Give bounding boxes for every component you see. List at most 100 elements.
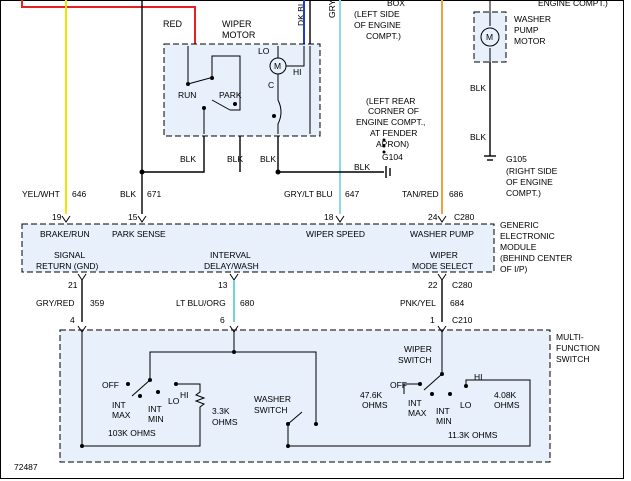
multi-function-switch-box xyxy=(59,329,551,463)
mfs-int-min-1: INT xyxy=(148,404,162,414)
mfs-int-max-2: MAX xyxy=(112,410,131,420)
g105-note-1: (RIGHT SIDE xyxy=(506,166,558,176)
wire-circuit-647: 647 xyxy=(345,189,359,199)
gem-wiper-mode-1: WIPER xyxy=(430,250,458,260)
wire-label-red: RED xyxy=(163,19,183,29)
gem-interval-1: INTERVAL xyxy=(210,250,251,260)
g104-note-3: ENGINE COMPT., xyxy=(356,117,425,127)
note-box: BOX xyxy=(387,0,405,8)
washer-pump-title-2: PUMP xyxy=(514,25,539,35)
wiper-motor-title-2: MOTOR xyxy=(222,30,256,40)
gem-wiper-speed: WIPER SPEED xyxy=(306,229,365,239)
wiper-motor-c: C xyxy=(268,80,274,90)
mfs-hi: HI xyxy=(180,390,189,400)
mfs-47-6k-1: 47.6K xyxy=(360,390,383,400)
mfs-off-2: OFF xyxy=(390,380,407,390)
gem-title-2: ELECTRONIC xyxy=(500,231,555,241)
red-wire xyxy=(21,0,196,46)
mfs-103k-ohms: 103K OHMS xyxy=(108,428,156,438)
washer-pump-title-3: MOTOR xyxy=(514,36,545,46)
connector-c210: C210 xyxy=(452,315,473,325)
gem-title-5: OF I/P) xyxy=(500,264,528,274)
gem-signal-2: RETURN (GND) xyxy=(36,261,98,271)
pin-4: 4 xyxy=(70,315,75,325)
wire-label-tan-red: TAN/RED xyxy=(402,189,439,199)
gem-brake-run: BRAKE/RUN xyxy=(40,229,90,239)
pin-18: 18 xyxy=(324,212,334,222)
pin-13: 13 xyxy=(218,280,228,290)
wire-label-gry-red: GRY/RED xyxy=(36,298,75,308)
wire-label-lt-blu-org: LT BLU/ORG xyxy=(176,298,226,308)
gem-title-3: MODULE xyxy=(500,242,537,252)
g105-note-2: OF ENGINE xyxy=(506,177,553,187)
wire-label-blk-671: BLK xyxy=(120,189,136,199)
blk-label-4: BLK xyxy=(354,162,370,172)
wire-label-gry-lt-blu: GRY/LT BLU xyxy=(284,189,333,199)
pin-19: 19 xyxy=(52,212,62,222)
gem-box xyxy=(21,223,495,273)
gem-interval-2: DELAY/WASH xyxy=(204,261,259,271)
mfs-int-min-2: MIN xyxy=(148,414,164,424)
note-box-4: COMPT.) xyxy=(366,31,401,41)
mfs-lo: LO xyxy=(168,396,180,406)
blk-label-1: BLK xyxy=(180,154,196,164)
note-box-2: (LEFT SIDE xyxy=(354,9,400,19)
wire-label-gry: GRY xyxy=(327,0,337,18)
figure-id: 72487 xyxy=(14,462,38,472)
gem-park-sense: PARK SENSE xyxy=(112,229,166,239)
mfs-washer-switch-2: SWITCH xyxy=(254,405,288,415)
pin-21: 21 xyxy=(68,280,78,290)
mfs-wiper-switch-1: WIPER xyxy=(404,344,432,354)
mfs-4-08k-2: OHMS xyxy=(494,400,520,410)
mfs-title-1: MULTI- xyxy=(556,332,584,342)
wiper-motor-hi: HI xyxy=(293,67,302,77)
g104-note-4: AT FENDER xyxy=(370,128,417,138)
mfs-int-max2-1: INT xyxy=(408,398,422,408)
wiper-motor-box xyxy=(163,43,321,137)
mfs-int-max2-2: MAX xyxy=(408,408,427,418)
mfs-title-3: SWITCH xyxy=(556,354,590,364)
wire-circuit-680: 680 xyxy=(240,298,254,308)
gem-wiper-mode-2: MODE SELECT xyxy=(412,261,473,271)
mfs-washer-switch-1: WASHER xyxy=(254,394,291,404)
mfs-3-3k-2: OHMS xyxy=(212,417,238,427)
wire-label-yel-wht: YEL/WHT xyxy=(22,189,60,199)
wiper-motor-m: M xyxy=(274,61,281,71)
mfs-int-max-1: INT xyxy=(112,400,126,410)
wiper-motor-title-1: WIPER xyxy=(222,19,252,29)
pin-15: 15 xyxy=(128,212,138,222)
mfs-3-3k-1: 3.3K xyxy=(212,406,230,416)
wire-circuit-671: 671 xyxy=(147,189,161,199)
g104-note-5: APRON) xyxy=(376,139,409,149)
wiper-motor-park: PARK xyxy=(219,90,242,100)
pin-6: 6 xyxy=(220,315,225,325)
gem-signal-1: SIGNAL xyxy=(54,250,85,260)
mfs-int-min2-2: MIN xyxy=(436,416,452,426)
pin-1: 1 xyxy=(430,315,435,325)
wire-circuit-646: 646 xyxy=(72,189,86,199)
mfs-title-2: FUNCTION xyxy=(556,343,600,353)
blk-label-6: BLK xyxy=(470,132,486,142)
washer-pump-motor-symbol xyxy=(480,27,500,47)
blk-label-2: BLK xyxy=(227,154,243,164)
note-box-3: OF ENGINE xyxy=(354,20,401,30)
g105-note-3: COMPT.) xyxy=(506,188,541,198)
wiper-motor-run: RUN xyxy=(178,90,196,100)
pin-24: 24 xyxy=(428,212,438,222)
wire-circuit-686: 686 xyxy=(449,189,463,199)
wiper-motor-lo: LO xyxy=(258,46,270,56)
mfs-off: OFF xyxy=(102,380,119,390)
connector-c280: C280 xyxy=(454,212,475,222)
mfs-wiper-switch-2: SWITCH xyxy=(398,355,432,365)
g104-note-2: CORNER OF xyxy=(368,106,419,116)
mfs-47-6k-2: OHMS xyxy=(362,400,388,410)
wire-circuit-684: 684 xyxy=(450,298,464,308)
g105-label: G105 xyxy=(506,154,527,164)
note-engine-compt: ENGINE COMPT.) xyxy=(538,0,608,8)
blk-label-5: BLK xyxy=(470,83,486,93)
pin-22: 22 xyxy=(428,280,438,290)
washer-pump-m: M xyxy=(486,32,493,42)
washer-pump-title-1: WASHER xyxy=(514,14,551,24)
